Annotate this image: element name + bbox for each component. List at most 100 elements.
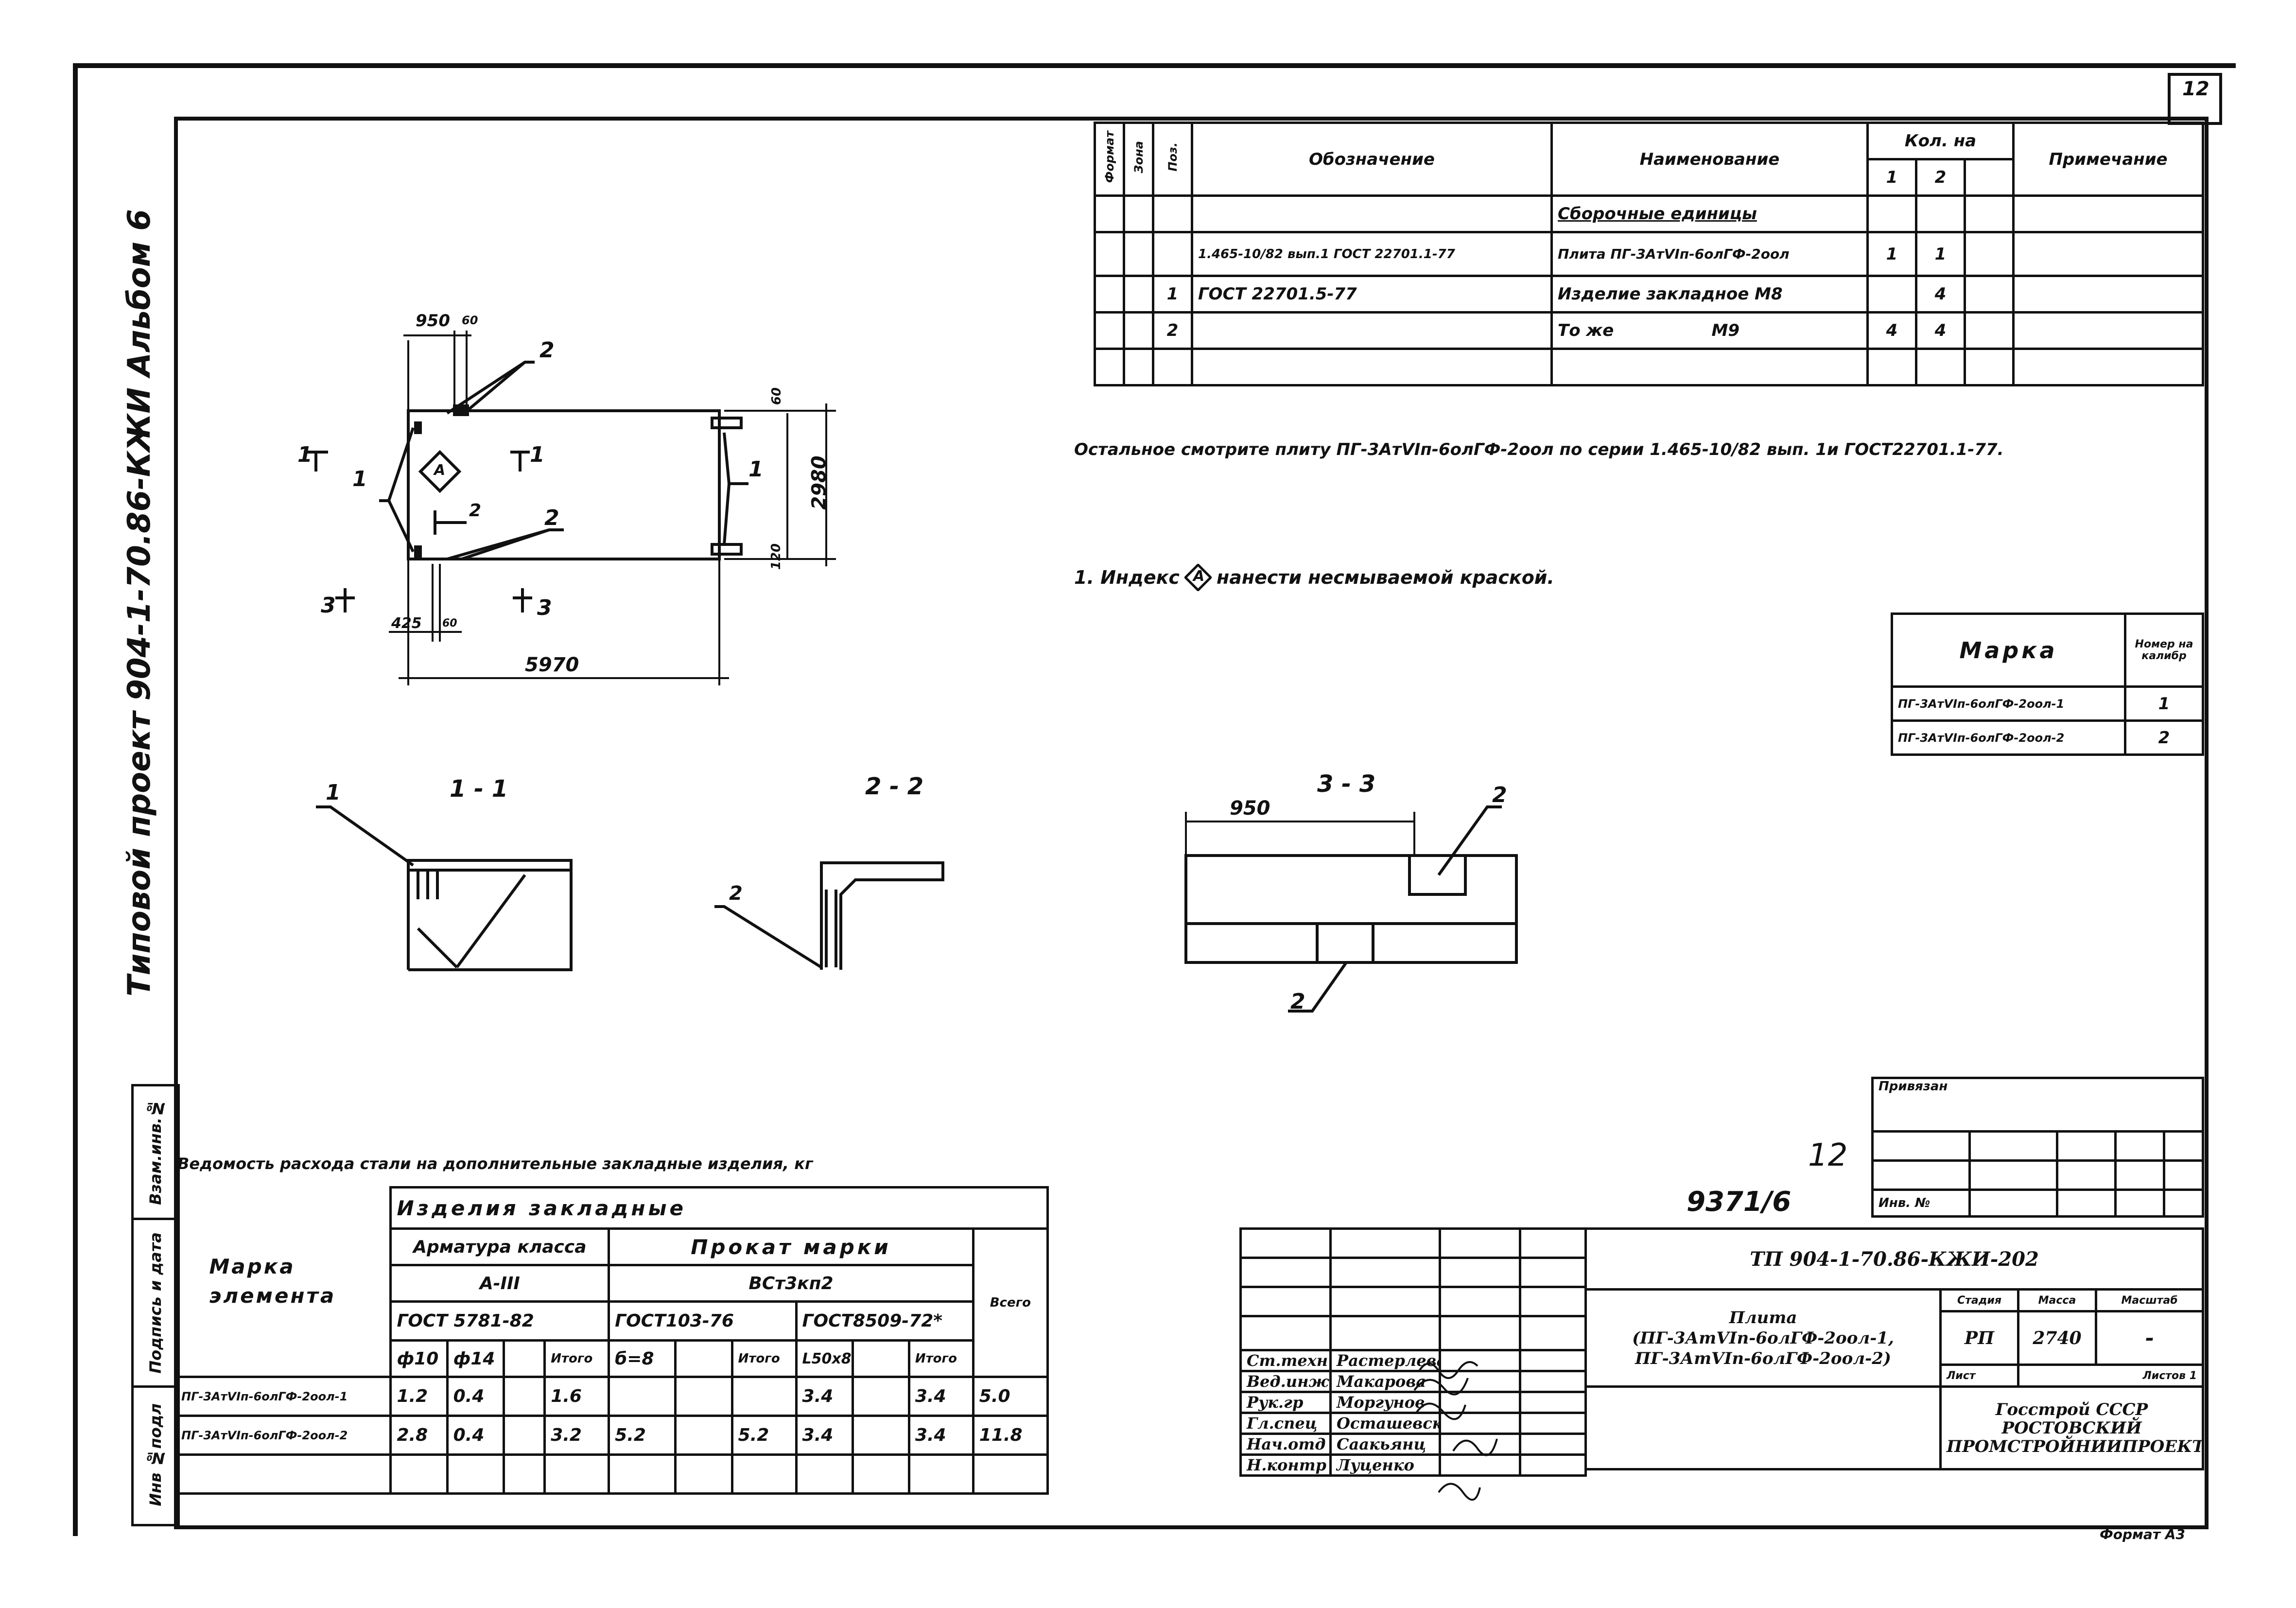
spec-h-zone: Зона: [1123, 122, 1154, 197]
marka-h-number: Номер на калибр: [2124, 612, 2204, 688]
steel-h-armature-class: А-III: [389, 1264, 610, 1303]
section-3-callout-top: 2: [1492, 783, 1507, 807]
stamp-stage-h: Стадия: [1939, 1288, 2019, 1312]
stamp-privyazan: Привязан: [1871, 1077, 2205, 1133]
section-2-callout: 2: [729, 882, 743, 905]
spec-h-designation: Обозначение: [1191, 122, 1553, 197]
spec-h-name: Наименование: [1550, 122, 1869, 197]
steel-h-products: Изделия закладные: [389, 1186, 1049, 1230]
steel-h-total: Всего: [972, 1227, 1049, 1378]
plan-callout-1-right: 1: [748, 457, 764, 482]
spec-h-q1: 1: [1866, 158, 1917, 197]
stamp-title-line2: (ПГ-3АтVIп-6олГФ-2оол-1,: [1632, 1328, 1894, 1348]
spec-h-qty: Кол. на: [1866, 122, 2015, 160]
steel-h-element: Марка элемента: [175, 1187, 392, 1378]
outer-frame: [73, 63, 2236, 1536]
stamp-org: Госстрой СССР РОСТОВСКИЙ ПРОМСТРОЙНИИПРО…: [1939, 1385, 2205, 1470]
section-mark-2: 2: [469, 501, 482, 521]
plan-index-mark: А: [434, 462, 446, 479]
marka-h-marka: Марка: [1891, 612, 2126, 688]
steel-h-rolled-gost1: ГОСТ103-76: [608, 1300, 798, 1342]
steel-table-title: Ведомость расхода стали на дополнительны…: [177, 1154, 813, 1173]
section-mark-1a: 1: [297, 442, 313, 467]
steel-table: Марка элемента Изделия закладные Арматур…: [174, 1186, 1049, 1495]
table-row: ПГ-3АтVIп-6олГФ-2оол-1 1: [1891, 685, 2204, 722]
stamp-scale-h: Масштаб: [2094, 1288, 2205, 1312]
stamp-code: ТП 904-1-70.86-КЖИ-202: [1584, 1227, 2205, 1291]
privyazan-table: Привязан Инв. №: [1871, 1077, 2205, 1218]
plan-callout-1-left: 1: [352, 467, 367, 491]
table-row: ПГ-3АтVIп-6олГФ-2оол-2 2: [1891, 719, 2204, 756]
stamp-title: Плита (ПГ-3АтVIп-6олГФ-2оол-1, ПГ-3АтVIп…: [1584, 1288, 1942, 1388]
section-drawings: [316, 805, 1518, 1013]
stamp-sheet-h: Лист: [1939, 1363, 2019, 1388]
note-index-prefix: 1. Индекс: [1074, 567, 1180, 588]
section-mark-3a: 3: [321, 593, 336, 618]
steel-h-rolled-gost2: ГОСТ8509-72*: [795, 1300, 974, 1342]
spec-section-title: Сборочные единицы: [1550, 194, 1869, 233]
stamp-stage: РП: [1939, 1310, 2019, 1366]
spec-h-format: Формат: [1094, 122, 1125, 197]
table-row: Сборочные единицы: [1094, 194, 2205, 233]
marka-table: Марка Номер на калибр ПГ-3АтVIп-6олГФ-2о…: [1891, 612, 2204, 756]
steel-h-rolled: Прокат марки: [608, 1227, 974, 1266]
signer-row: Гл.спецОсташевский: [1239, 1412, 1587, 1435]
stamp-title-line1: Плита: [1729, 1308, 1797, 1328]
stamp-scale: -: [2094, 1310, 2205, 1366]
stamp-inv-no: Инв. №: [1871, 1189, 1971, 1218]
spec-table: Формат Зона Поз. Обозначение Наименовани…: [1094, 122, 2205, 386]
section-1-title: 1 - 1: [450, 775, 508, 803]
dim-top-small: 60: [462, 314, 478, 327]
stamp-org1: Госстрой СССР: [1995, 1399, 2148, 1419]
plan-callout-2-top: 2: [539, 338, 555, 363]
stamp-page: 12: [1808, 1137, 1848, 1173]
stamp-inv: 9371/6: [1687, 1186, 1792, 1218]
title-block: ТП 904-1-70.86-КЖИ-202 Плита (ПГ-3АтVIп-…: [1584, 1227, 2205, 1470]
dim-overall: 5970: [525, 654, 579, 676]
section-3-title: 3 - 3: [1317, 770, 1376, 798]
steel-h-armature: Арматура класса: [389, 1227, 610, 1266]
note-index-suffix: нанести несмываемой краской.: [1216, 567, 1554, 588]
spec-h-pos: Поз.: [1152, 122, 1193, 197]
index-diamond-icon: А: [1184, 564, 1212, 591]
sheet-number: 12: [2182, 78, 2209, 100]
stamp-sheets-h: Листов 1: [2017, 1363, 2205, 1388]
steel-h-rolled-grade: ВСт3кп2: [608, 1264, 974, 1303]
steel-h-armature-gost: ГОСТ 5781-82: [389, 1300, 610, 1342]
section-3-callout-bottom: 2: [1290, 989, 1305, 1014]
stamp-mass: 2740: [2017, 1310, 2097, 1366]
dim-bot-small: 60: [442, 617, 457, 629]
dim-top-left: 950: [416, 311, 450, 331]
section-1-callout: 1: [326, 780, 341, 805]
section-mark-1b: 1: [530, 442, 545, 467]
inner-frame: [174, 117, 2209, 1529]
stamp-org2: РОСТОВСКИЙ: [2001, 1418, 2142, 1438]
spec-h-q2: 2: [1915, 158, 1966, 197]
note-index: 1. Индекс А нанести несмываемой краской.: [1074, 564, 1554, 591]
note-rest: Остальное смотрите плиту ПГ-3АтVIп-6олГФ…: [1074, 440, 2004, 459]
section-mark-3b: 3: [537, 595, 552, 620]
plan-callout-2-bottom: 2: [544, 506, 559, 530]
stamp-format: Формат А3: [2100, 1526, 2185, 1542]
spec-h-note: Примечание: [2012, 122, 2205, 197]
spec-h-q3: [1963, 158, 2015, 197]
section-2-title: 2 - 2: [865, 773, 924, 800]
stamp-org3: ПРОМСТРОЙНИИПРОЕКТ: [1947, 1436, 2203, 1456]
dim-bot-left: 425: [391, 615, 422, 632]
section-3-dim: 950: [1230, 797, 1270, 820]
table-row: 1.465-10/82 вып.1 ГОСТ 22701.1-77 Плита …: [1094, 231, 2205, 277]
stamp-mass-h: Масса: [2017, 1288, 2097, 1312]
